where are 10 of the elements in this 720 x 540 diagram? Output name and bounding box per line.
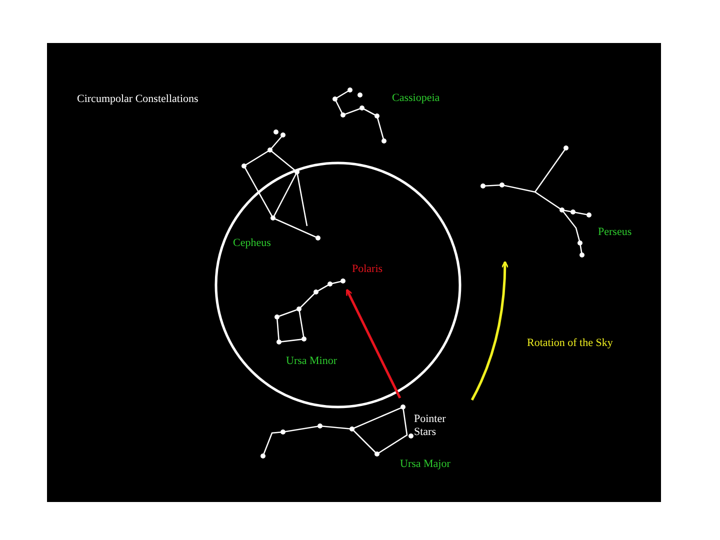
constellation-name: Cepheus	[233, 237, 271, 250]
star-label: Polaris	[352, 263, 384, 276]
star-label: Pointer Stars	[414, 413, 447, 439]
arrow-caption: Rotation of the Sky	[527, 337, 613, 350]
diagram-title: Circumpolar Constellations	[77, 93, 198, 106]
arrow	[346, 288, 402, 399]
constellation-name: Ursa Minor	[286, 355, 338, 368]
constellation-name: Cassiopeia	[392, 92, 440, 105]
constellation-name: Ursa Major	[400, 458, 450, 471]
constellation-name: Perseus	[598, 226, 632, 239]
